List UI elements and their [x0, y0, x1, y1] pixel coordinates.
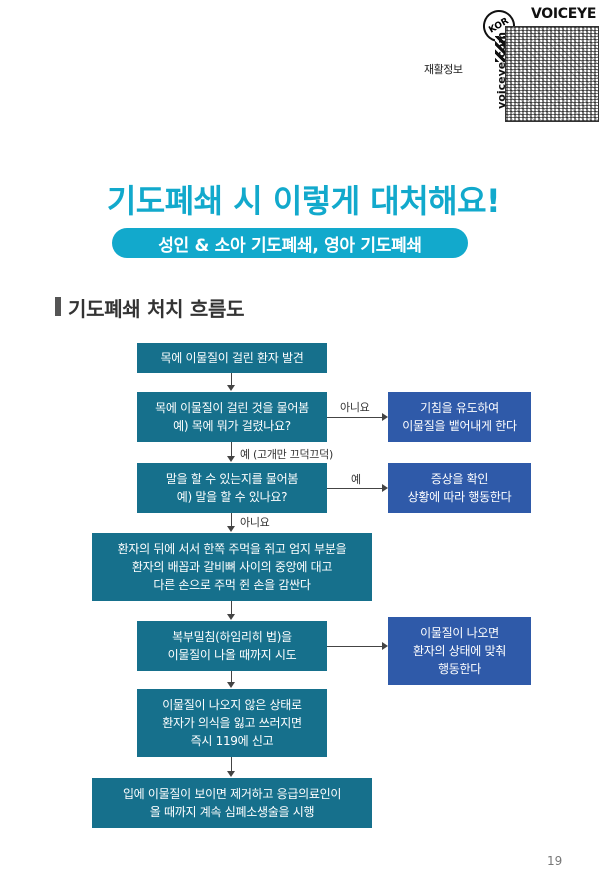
flow-step-call-119: 이물질이 나오지 않은 상태로 환자가 의식을 잃고 쓰러지면 즉시 119에 …: [137, 689, 327, 757]
arrow-down-icon: [227, 456, 235, 462]
arrow-down-icon: [227, 771, 235, 777]
flow-outcome-text: 이물질을 뱉어내게 한다: [402, 419, 517, 433]
arrow-right-icon: [382, 413, 388, 421]
flow-outcome-check: 증상을 확인 상황에 따라 행동한다: [388, 463, 531, 513]
flow-step-text: 이물질이 나오지 않은 상태로: [162, 698, 302, 712]
arrow-down-icon: [227, 682, 235, 688]
arrow-right-icon: [382, 642, 388, 650]
arrow-right-icon: [382, 484, 388, 492]
flow-outcome-text: 기침을 유도하여: [420, 401, 499, 415]
flow-arrow-line: [231, 373, 232, 385]
flow-step-text: 즉시 119에 신고: [190, 734, 274, 748]
flow-outcome-text: 상황에 따라 행동한다: [407, 490, 512, 504]
flow-step-position: 환자의 뒤에 서서 한쪽 주먹을 쥐고 엄지 부분을 환자의 배꼽과 갈비뼈 사…: [92, 533, 372, 601]
flow-label-no: 아니요: [240, 516, 270, 529]
flow-arrow-line: [327, 488, 382, 489]
flow-step-text: 입에 이물질이 보이면 제거하고 응급의료인이: [122, 787, 342, 801]
flow-step-text: 올 때까지 계속 심폐소생술을 시행: [149, 805, 315, 819]
flow-step-text: 환자의 배꼽과 갈비뼈 사이의 중앙에 대고: [131, 560, 333, 574]
voiceye-brand: VOICEYE: [531, 6, 597, 22]
flow-step-text: 목에 이물질이 걸린 것을 물어봄: [155, 401, 309, 415]
flow-step-text: 목에 이물질이 걸린 환자 발견: [160, 351, 304, 365]
flow-arrow-line: [327, 646, 382, 647]
flow-step-text: 복부밀침(하임리히 법)을: [172, 630, 292, 644]
section-title: 기도폐쇄 처치 흐름도: [68, 297, 245, 321]
flow-outcome-expelled: 이물질이 나오면 환자의 상태에 맞춰 행동한다: [388, 617, 531, 685]
flow-arrow-line: [231, 601, 232, 614]
flow-arrow-line: [327, 417, 382, 418]
arrow-down-icon: [227, 526, 235, 532]
flow-label-no: 아니요: [340, 401, 370, 414]
flow-step-discover: 목에 이물질이 걸린 환자 발견: [137, 343, 327, 373]
flow-label-yes: 예: [351, 473, 361, 486]
flow-outcome-text: 증상을 확인: [430, 472, 489, 486]
flow-step-text: 이물질이 나올 때까지 시도: [167, 648, 297, 662]
flow-outcome-text: 행동한다: [438, 662, 481, 676]
flow-step-text: 환자가 의식을 잃고 쓰러지면: [162, 716, 302, 730]
section-marker: [55, 297, 61, 316]
flow-step-text: 말을 할 수 있는지를 물어봄: [165, 472, 299, 486]
flow-outcome-text: 이물질이 나오면: [420, 626, 499, 640]
flow-step-text: 예) 말을 할 수 있나요?: [176, 490, 288, 504]
flow-arrow-line: [231, 442, 232, 456]
voiceye-code: KOR VOICEYE voiceye.com: [477, 4, 601, 122]
flow-step-cpr: 입에 이물질이 보이면 제거하고 응급의료인이 올 때까지 계속 심폐소생술을 …: [92, 778, 372, 828]
category-label: 재활정보: [424, 63, 463, 76]
flow-outcome-cough: 기침을 유도하여 이물질을 뱉어내게 한다: [388, 392, 531, 442]
flow-step-text: 예) 목에 뭐가 걸렸나요?: [173, 419, 291, 433]
flow-arrow-line: [231, 671, 232, 682]
flow-step-ask-speak: 말을 할 수 있는지를 물어봄 예) 말을 할 수 있나요?: [137, 463, 327, 513]
subtitle-badge: 성인 & 소아 기도폐쇄, 영아 기도폐쇄: [112, 228, 468, 258]
page-title: 기도폐쇄 시 이렇게 대처해요!: [106, 182, 501, 220]
flow-step-heimlich: 복부밀침(하임리히 법)을 이물질이 나올 때까지 시도: [137, 621, 327, 671]
flow-step-ask-choking: 목에 이물질이 걸린 것을 물어봄 예) 목에 뭐가 걸렸나요?: [137, 392, 327, 442]
voiceye-barcode-icon: [505, 26, 599, 122]
flow-step-text: 환자의 뒤에 서서 한쪽 주먹을 쥐고 엄지 부분을: [117, 542, 347, 556]
flow-arrow-line: [231, 513, 232, 526]
flow-label-yes-nod: 예 (고개만 끄덕끄덕): [240, 448, 333, 461]
flow-step-text: 다른 손으로 주먹 쥔 손을 감싼다: [153, 578, 311, 592]
arrow-down-icon: [227, 614, 235, 620]
arrow-down-icon: [227, 385, 235, 391]
flow-arrow-line: [231, 757, 232, 771]
page-number: 19: [547, 854, 563, 868]
flow-outcome-text: 환자의 상태에 맞춰: [413, 644, 506, 658]
